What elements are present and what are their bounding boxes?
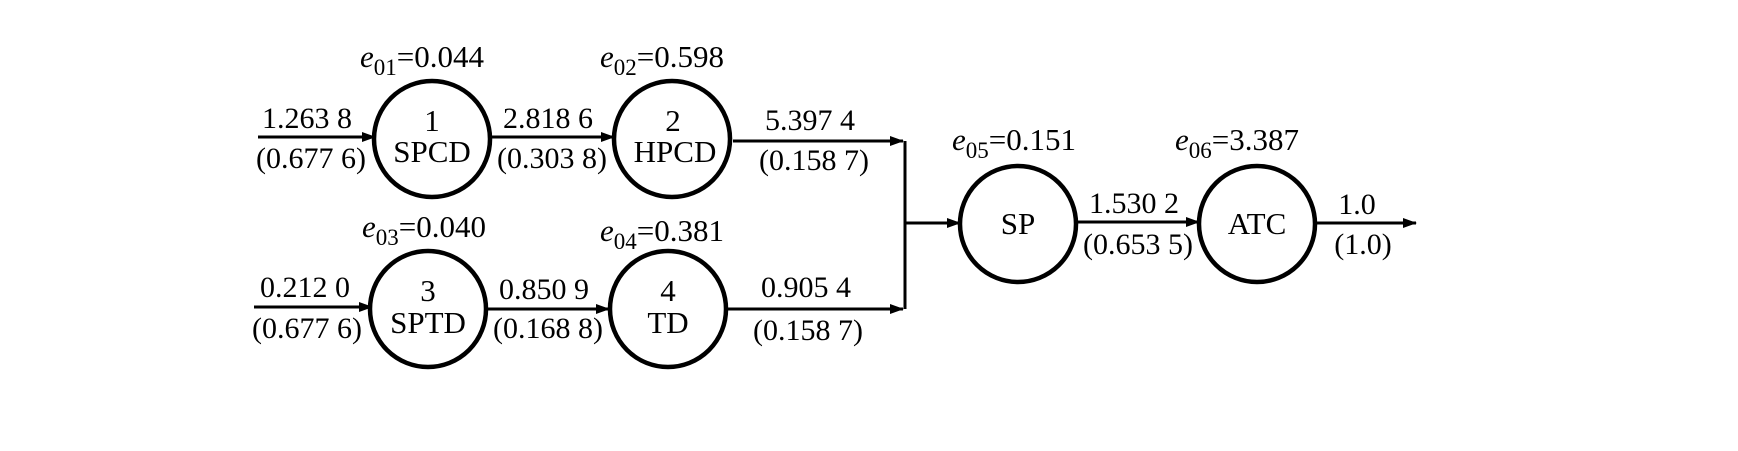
node-3-number: 3: [420, 273, 436, 308]
edge-sp-atc-value: 1.530 2: [1089, 187, 1179, 220]
node-atc-coefficient: e06=3.387: [1175, 122, 1299, 163]
edge-1-2-share: (0.303 8): [497, 142, 607, 175]
input-3-value: 0.212 0: [260, 271, 350, 304]
node-4-label: TD: [647, 305, 688, 340]
output-share: (1.0): [1334, 228, 1391, 261]
node-1-label: SPCD: [393, 134, 471, 169]
edge-3-4-value: 0.850 9: [499, 273, 589, 306]
input-1-value: 1.263 8: [262, 102, 352, 135]
node-2-number: 2: [665, 103, 681, 138]
output-value: 1.0: [1338, 188, 1376, 221]
node-1-coefficient: e01=0.044: [360, 39, 484, 80]
input-3-share: (0.677 6): [252, 312, 362, 345]
node-2-coefficient: e02=0.598: [600, 39, 724, 80]
edge-2-out-share: (0.158 7): [759, 144, 869, 177]
edge-4-out-share: (0.158 7): [753, 314, 863, 347]
node-4-number: 4: [660, 273, 676, 308]
node-atc: ATC e06=3.387: [1175, 122, 1318, 285]
node-atc-label: ATC: [1228, 206, 1287, 241]
node-2-hpcd: 2 HPCD e02=0.598: [600, 39, 733, 200]
node-2-label: HPCD: [634, 134, 717, 169]
node-1-spcd: 1 SPCD e01=0.044: [360, 39, 493, 200]
edge-4-out-value: 0.905 4: [761, 271, 851, 304]
node-sp: SP e05=0.151: [952, 122, 1079, 285]
edge-2-out-value: 5.397 4: [765, 104, 855, 137]
node-sp-coefficient: e05=0.151: [952, 122, 1076, 163]
node-4-td: 4 TD e04=0.381: [600, 213, 729, 370]
edge-sp-atc-share: (0.653 5): [1083, 228, 1193, 261]
node-3-coefficient: e03=0.040: [362, 209, 486, 250]
node-sp-label: SP: [1001, 206, 1035, 241]
node-1-number: 1: [424, 103, 440, 138]
edge-3-4-share: (0.168 8): [493, 312, 603, 345]
input-1-share: (0.677 6): [256, 142, 366, 175]
node-3-label: SPTD: [390, 305, 466, 340]
node-3-sptd: 3 SPTD e03=0.040: [362, 209, 489, 370]
node-4-coefficient: e04=0.381: [600, 213, 724, 254]
edge-1-2-value: 2.818 6: [503, 102, 593, 135]
